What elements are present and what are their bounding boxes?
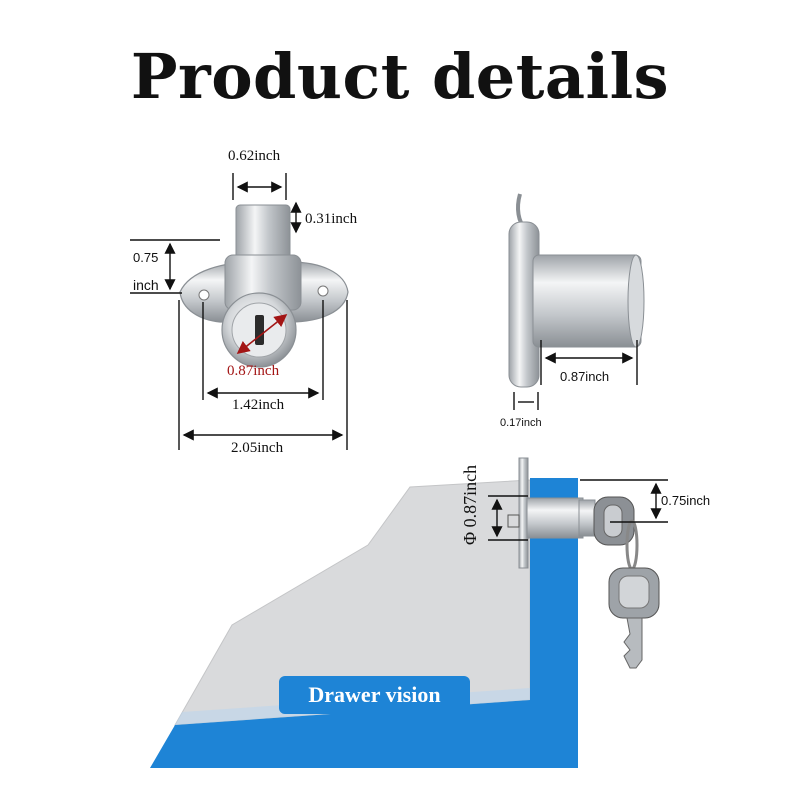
dim-key-offset: 0.75inch — [661, 493, 711, 508]
drawer-lock — [507, 457, 596, 569]
drawer-vision-caption: Drawer vision — [279, 676, 470, 714]
drawer-dimensions — [488, 479, 668, 541]
dim-height-top: 0.31inch — [305, 211, 358, 227]
dim-offset-unit: inch — [133, 277, 159, 293]
key-illustration — [593, 496, 660, 669]
dim-cylinder-diameter: 0.87inch — [227, 363, 280, 379]
drawer-illustration — [150, 478, 578, 768]
diameter-indicator — [236, 314, 288, 354]
dim-total-width: 2.05inch — [231, 440, 284, 456]
side-view-lock — [508, 193, 645, 388]
front-view-dimensions — [130, 173, 348, 450]
dim-width-top: 0.62inch — [228, 148, 281, 164]
dim-offset-value: 0.75 — [133, 250, 159, 265]
dim-flange-thickness: 0.17inch — [500, 417, 542, 429]
dim-hole-spacing: 1.42inch — [232, 397, 285, 413]
dim-barrel-length: 0.87inch — [560, 369, 610, 384]
dim-drawer-diameter: Φ 0.87inch — [460, 464, 480, 545]
side-view-dimensions — [513, 340, 638, 410]
page-title: Product details — [130, 40, 670, 113]
